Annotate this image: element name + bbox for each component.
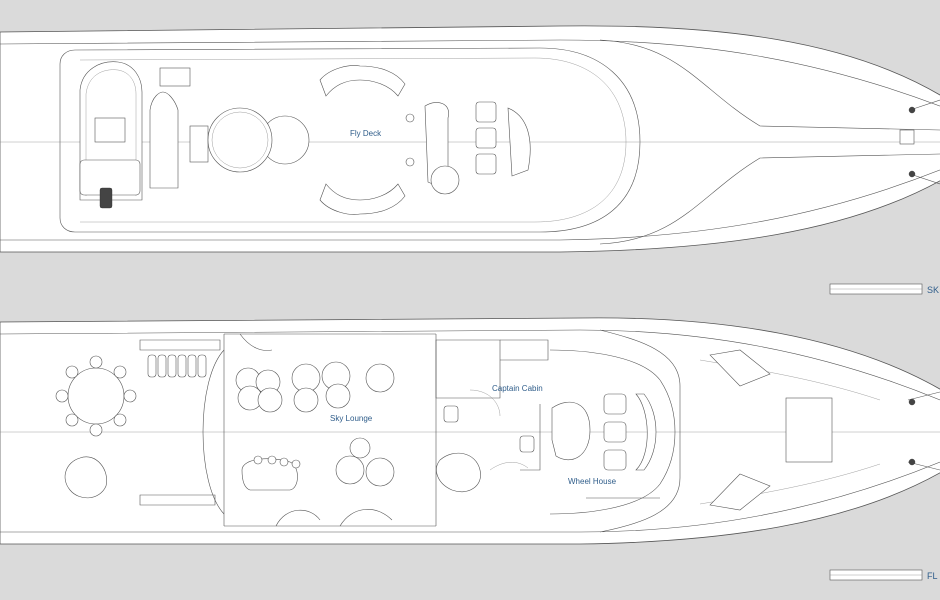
side-table-2 — [405, 113, 415, 123]
lower-scale-bar — [829, 569, 923, 581]
fly-deck-plan: Fly Deck SK — [0, 25, 940, 295]
spiral-stair-aft — [64, 456, 107, 499]
wheel-house — [549, 349, 676, 515]
sofa-forward — [319, 65, 406, 97]
sky-deck-inner-bulwark — [0, 329, 940, 533]
upper-deck-tag: SK — [927, 285, 939, 295]
anchor-windlass — [899, 99, 940, 185]
spiral-stair-mid — [436, 452, 481, 492]
fore-deck-bulwark-curves — [599, 329, 681, 533]
sky-lounge-label: Sky Lounge — [330, 414, 373, 423]
lounge-door-arcs — [239, 333, 393, 527]
lounge-armchairs — [235, 361, 395, 487]
side-table — [405, 157, 415, 167]
helm-console — [507, 107, 531, 177]
foredeck-hatch — [785, 397, 833, 463]
fly-deck-forward-curve — [599, 39, 940, 245]
captain-cabin-label: Captain Cabin — [492, 384, 543, 393]
jet-ski — [149, 91, 179, 189]
lower-deck-tag: FL — [927, 571, 938, 581]
captain-cabin — [435, 339, 549, 471]
anchor-windlass-lower — [907, 391, 940, 471]
wheel-house-label: Wheel House — [568, 477, 617, 486]
aft-deck-bench — [139, 339, 221, 506]
fly-deck-outline — [59, 47, 641, 233]
sun-loungers — [147, 354, 207, 378]
fly-deck-label: Fly Deck — [350, 129, 382, 138]
grill-unit — [189, 125, 209, 163]
fly-deck-inner-bulwark — [0, 39, 940, 241]
helm-seats — [475, 101, 497, 175]
upper-scale-bar — [829, 283, 923, 295]
hot-tub — [207, 107, 310, 173]
fly-deck-hull-outline — [0, 25, 940, 253]
sky-deck-plan: Sky Lounge Captain Cabin — [0, 317, 940, 581]
sky-lounge-aft-curve — [202, 349, 225, 515]
tender-boat — [79, 61, 143, 209]
foredeck-sunpad-port — [709, 349, 771, 387]
foredeck-sunpad-stbd — [709, 473, 771, 511]
bar-stools — [253, 455, 301, 469]
sky-deck-hull-outline — [0, 317, 940, 545]
sky-lounge-walls — [223, 333, 437, 527]
sofa-aft — [319, 183, 406, 215]
spiral-stair-top — [430, 165, 460, 195]
dining-table — [55, 355, 137, 437]
storage-box — [159, 67, 191, 87]
